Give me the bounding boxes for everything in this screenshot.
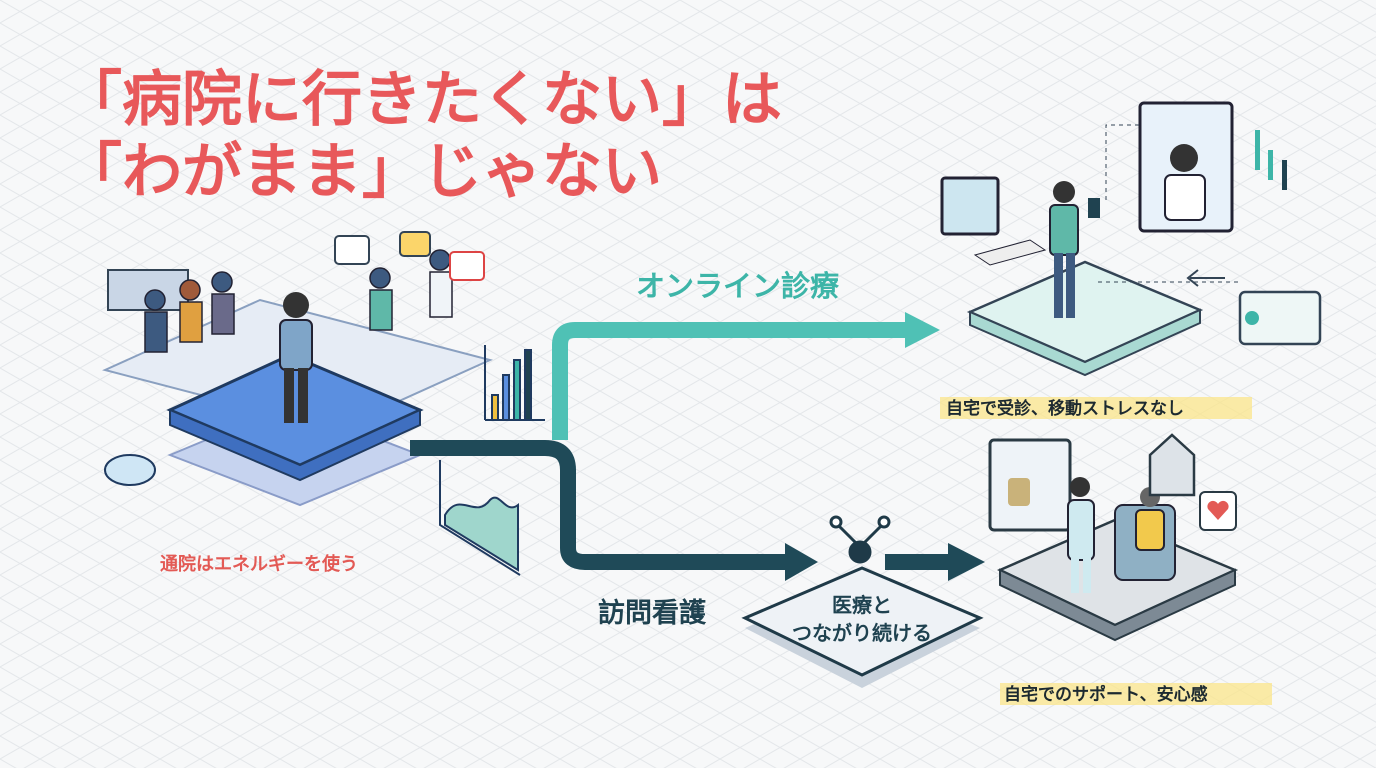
hub-text-line-2: つながり続ける — [792, 621, 932, 645]
person-standing-icon — [279, 292, 313, 423]
signal-bars-icon — [1255, 130, 1287, 190]
profile-card-icon — [1238, 290, 1322, 346]
house-icon — [1148, 433, 1196, 497]
heartbeat-icon — [449, 251, 485, 281]
speech-bubble-icon — [399, 231, 431, 257]
online-consultation-scene — [940, 101, 1322, 377]
visit-arrow — [410, 440, 790, 570]
title-line-2: 「わがまま」じゃない — [62, 137, 662, 207]
arrow-icon — [1186, 269, 1225, 287]
chart-icons — [103, 345, 545, 576]
person-with-phone-icon — [1049, 181, 1100, 318]
left-caption: 通院はエネルギーを使う — [160, 553, 358, 575]
hub-box — [741, 515, 984, 688]
flow-arrows — [410, 312, 985, 581]
computer-monitor-icon — [940, 176, 1000, 236]
online-arrowhead — [905, 312, 940, 348]
online-arrow — [552, 322, 905, 440]
chat-bubble-icon — [334, 235, 370, 265]
pie-chart-icon — [103, 454, 157, 486]
left-platform — [166, 292, 424, 507]
title-line-1: 「病院に行きたくない」は — [62, 65, 782, 135]
nurse-icon — [1067, 477, 1095, 593]
highlight-bottom — [1000, 683, 1272, 705]
home-nursing-label: 訪問看護 — [598, 597, 707, 629]
online-benefit-caption: 自宅で受診、移動ストレスなし — [946, 398, 1184, 419]
network-node-icon — [829, 515, 891, 564]
keyboard-icon — [973, 239, 1047, 266]
home-nursing-scene — [988, 433, 1239, 642]
patient-in-armchair-icon — [1114, 487, 1176, 581]
home-support-caption: 自宅でのサポート、安心感 — [1004, 684, 1208, 705]
online-consultation-label: オンライン診療 — [636, 269, 840, 303]
hub-text-line-1: 医療と — [832, 593, 892, 617]
waiting-patients-icon — [144, 249, 453, 353]
highlight-top — [940, 397, 1252, 419]
